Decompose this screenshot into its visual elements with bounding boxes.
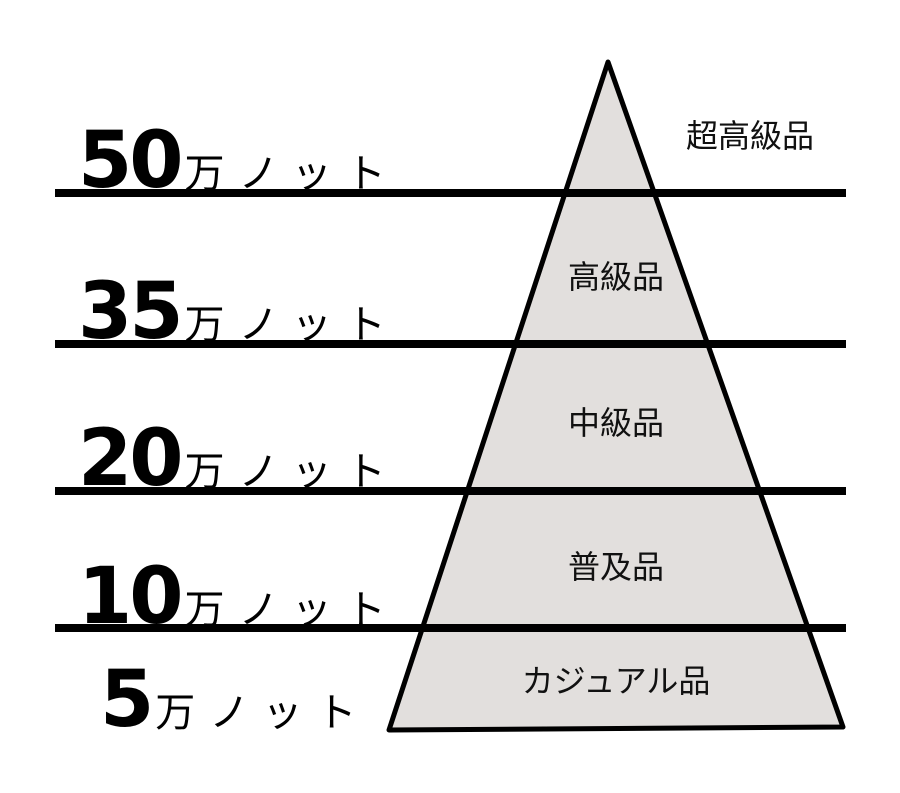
pyramid-shape — [386, 59, 846, 733]
tier-label-popular: 普及品 — [567, 548, 665, 586]
tier-label-super-premium: 超高級品 — [685, 117, 815, 155]
tier-label-casual: カジュアル品 — [521, 662, 711, 700]
tier-label-mid-range: 中級品 — [567, 404, 665, 442]
threshold-line-50 — [55, 189, 846, 197]
threshold-line-10 — [55, 624, 846, 632]
threshold-line-20 — [55, 487, 846, 495]
tier-label-premium: 高級品 — [567, 258, 665, 296]
threshold-line-35 — [55, 340, 846, 348]
